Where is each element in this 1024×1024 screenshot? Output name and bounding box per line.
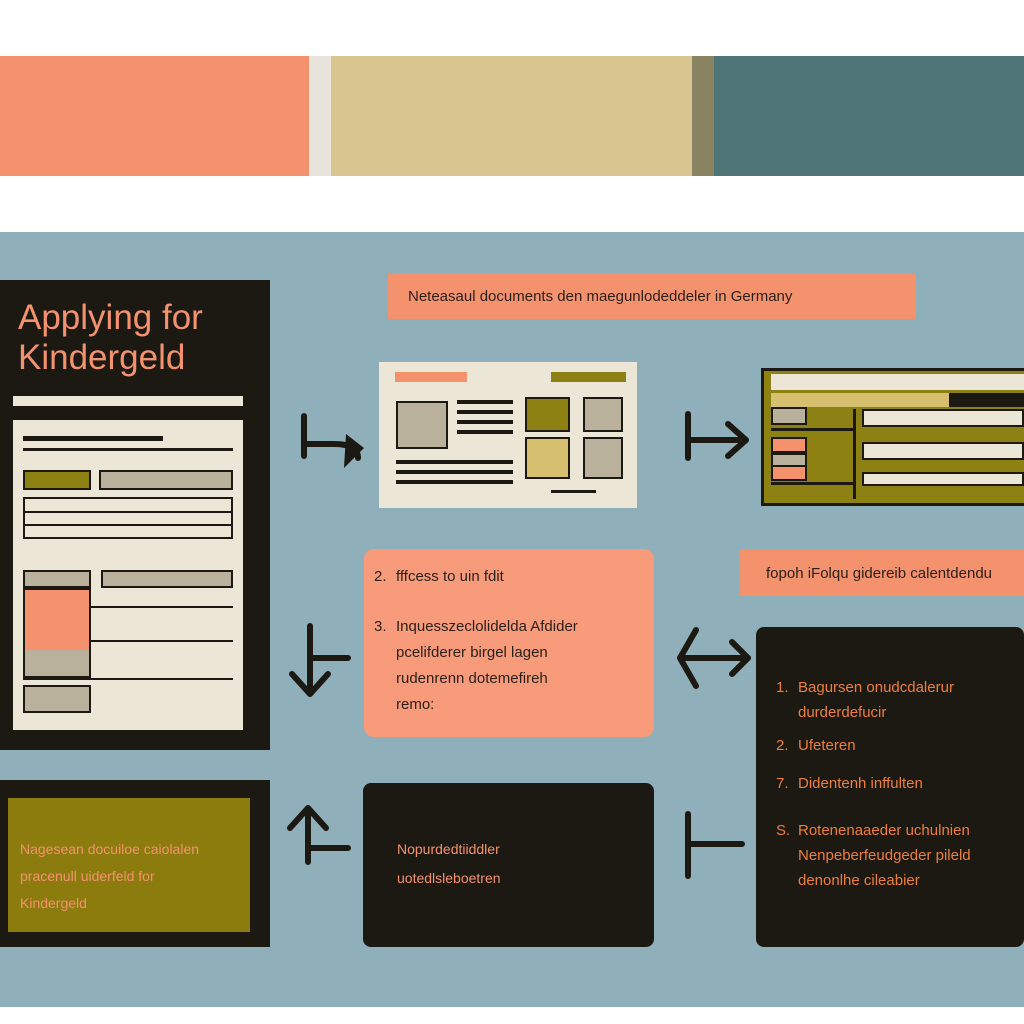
olive-box-line: Nagesean docuiloe caiolalen <box>20 841 200 857</box>
checklist-text: Ufeteren <box>798 737 856 754</box>
table-cell-coral <box>771 465 807 481</box>
form-header-coral <box>395 372 467 382</box>
document-title-line1: Applying for <box>18 298 203 337</box>
document-title-line2: Kindergeld <box>18 338 186 377</box>
document-photo <box>25 590 89 650</box>
step-number: 2. <box>374 568 387 585</box>
arrow-right-icon <box>685 411 749 461</box>
checklist-number: 1. <box>776 679 789 696</box>
arrow-right-icon <box>301 413 364 468</box>
step-text: remo: <box>396 696 435 713</box>
form-text-line <box>551 490 596 493</box>
table-cell-coral <box>771 437 807 453</box>
checklist-text: Nenpeberfeudgeder pileld <box>798 847 971 864</box>
checklist-number: 7. <box>776 775 789 792</box>
requirements-line: Nopurdedtiiddler <box>397 841 500 857</box>
step-item: 3. Inquesszeclolidelda Afdider pcelifdere… <box>374 614 578 718</box>
form-tile-gray <box>583 437 623 479</box>
color-strip-coral <box>0 56 309 176</box>
document-field-gray <box>99 470 233 490</box>
table-header-row <box>771 374 1024 390</box>
table-header-cell <box>771 393 949 407</box>
step-text: fffcess to uin fdit <box>396 568 504 585</box>
checklist-text: denonlhe cileabier <box>798 872 920 889</box>
document-title: Applying for Kindergeld <box>18 298 258 378</box>
document-field-gray <box>101 570 233 588</box>
form-text-line <box>396 470 513 474</box>
checklist-item: S. Rotenenaaeder uchulnien Nenpeberfeudge… <box>776 818 971 893</box>
form-tile-gray <box>583 397 623 432</box>
table-line <box>771 428 853 431</box>
document-header-bar <box>13 396 243 406</box>
requirements-text: Nopurdedtiiddler uotedlsleboetren <box>397 835 501 893</box>
table-cell <box>771 407 807 425</box>
color-strip-sand <box>331 56 692 176</box>
form-tile-olive <box>525 397 570 432</box>
table-header-cell-dark <box>949 393 1024 407</box>
checklist-text: Bagursen onudcdalerur <box>798 679 954 696</box>
document-text-line <box>91 606 233 608</box>
form-tile-sand <box>525 437 570 479</box>
olive-box: Nagesean docuiloe caiolalen pracenull ui… <box>5 795 253 935</box>
step-item: 2. fffcess to uin fdit <box>374 564 504 590</box>
document-text-line <box>23 678 233 680</box>
checklist-text: Rotenenaaeder uchulnien <box>798 822 970 839</box>
color-strip-teal <box>714 56 1024 176</box>
steps-box: 2. fffcess to uin fdit 3. Inquesszeclolide… <box>364 549 654 737</box>
document-text-line <box>23 511 233 513</box>
color-strip-divider <box>692 56 714 176</box>
document-text-line <box>23 448 233 451</box>
form-text-line <box>396 480 513 484</box>
document-field-gray <box>23 685 91 713</box>
checklist-text: durderdefucir <box>798 704 887 721</box>
document-text-line <box>91 640 233 642</box>
checklist-item: 2. Ufeteren <box>776 733 856 758</box>
requirements-line: uotedlsleboetren <box>397 870 501 886</box>
color-strip-gap <box>309 56 331 176</box>
checklist-item: 7. Didentenh inffulten <box>776 771 923 796</box>
connector-icon <box>685 811 745 879</box>
olive-box-line: Kindergeld <box>20 895 87 911</box>
arrow-up-icon <box>287 805 351 865</box>
arrow-down-left-icon <box>289 623 351 697</box>
form-header-olive <box>551 372 626 382</box>
table-value-cell <box>862 472 1024 486</box>
double-arrow-icon <box>677 627 751 689</box>
document-text-line <box>23 524 233 526</box>
document-field-olive <box>23 470 91 490</box>
table-value-cell <box>862 409 1024 427</box>
table-line <box>771 482 853 485</box>
step-text: Inquesszeclolidelda Afdider <box>396 618 578 635</box>
form-photo <box>396 401 448 449</box>
checklist-box: 1. Bagursen onudcdalerur durderdefucir 2.… <box>756 627 1024 947</box>
form-text-line <box>396 460 513 464</box>
checklist-item: 1. Bagursen onudcdalerur durderdefucir <box>776 675 954 725</box>
info-banner: fopoh iFolqu gidereib calentdendu <box>740 550 1024 596</box>
step-number: 3. <box>374 618 387 635</box>
form-text-line <box>457 410 513 414</box>
olive-box-text: Nagesean docuiloe caiolalen pracenull ui… <box>20 836 199 917</box>
requirements-box: Nopurdedtiiddler uotedlsleboetren <box>363 783 654 947</box>
checklist-text: Didentenh inffulten <box>798 775 923 792</box>
table-value-cell <box>862 442 1024 460</box>
checklist-number: 2. <box>776 737 789 754</box>
form-text-line <box>457 400 513 404</box>
step-text: rudenrenn dotemefireh <box>396 670 548 687</box>
document-input-box <box>23 497 233 539</box>
form-text-line <box>457 430 513 434</box>
step-text: pcelifderer birgel lagen <box>396 644 548 661</box>
document-text-line <box>23 436 163 441</box>
table-divider <box>853 409 856 499</box>
document-field-gray <box>23 570 91 588</box>
olive-box-line: pracenull uiderfeld for <box>20 868 155 884</box>
checklist-number: S. <box>776 822 791 839</box>
form-text-line <box>457 420 513 424</box>
documents-banner: Neteasaul documents den maegunlodeddeler… <box>388 274 916 319</box>
